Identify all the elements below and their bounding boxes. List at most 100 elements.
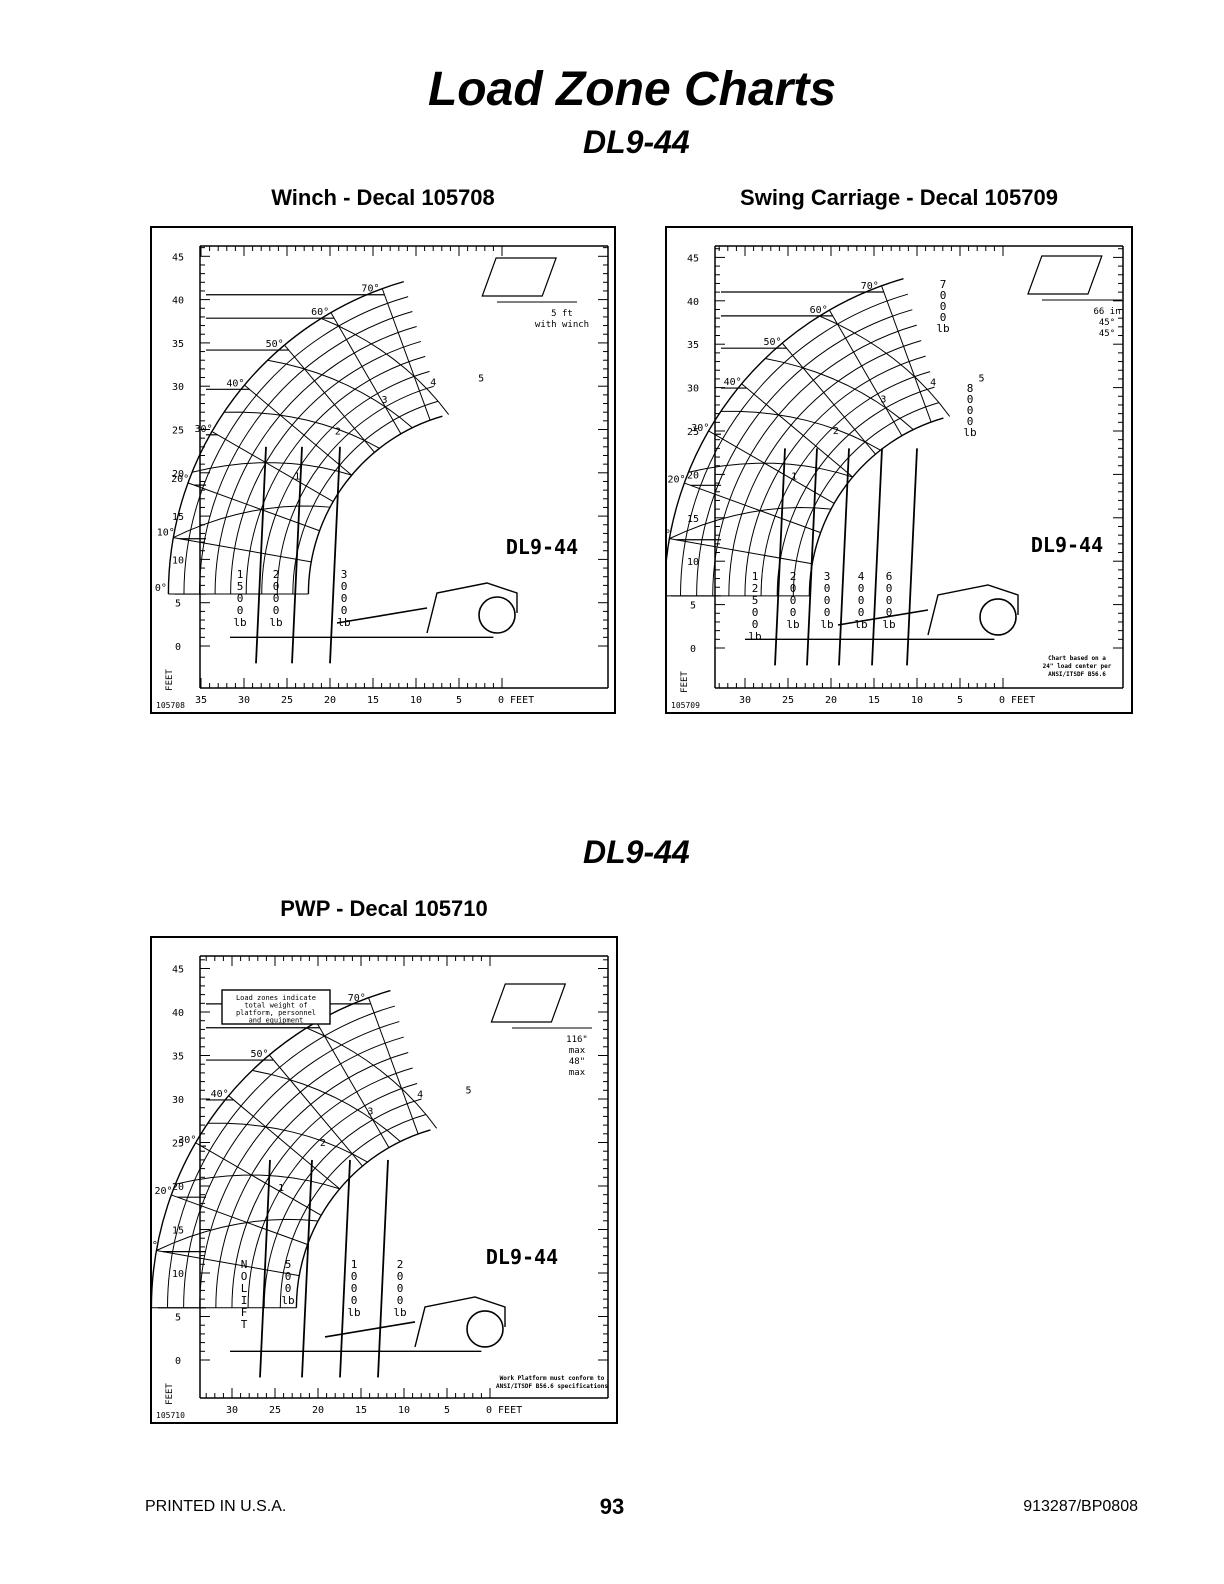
extension-arc (167, 1005, 396, 1308)
x-tick-label: 15 (868, 695, 880, 706)
zone-capacity-label: lb (281, 1294, 294, 1307)
extension-arc (712, 324, 917, 596)
extension-label: 4 (430, 378, 436, 389)
attachment-note: 116" (566, 1035, 588, 1045)
envelope-curve (191, 462, 352, 476)
upper-zone-capacity-label: 0 (967, 415, 974, 428)
chart-model-label: DL9-44 (1031, 533, 1103, 557)
boom-icon (324, 1321, 416, 1338)
extension-arc (292, 400, 439, 595)
upper-zone-capacity-label: lb (936, 322, 949, 335)
zone-capacity-label: 0 (752, 606, 759, 619)
envelope-curve (669, 507, 832, 540)
y-tick-label: 10 (687, 557, 699, 568)
angle-label: 40° (724, 377, 742, 388)
y-tick-label: 40 (172, 296, 184, 307)
page-number: 93 (599, 1494, 625, 1519)
zone-capacity-label: T (241, 1318, 248, 1331)
angle-label: 40° (211, 1089, 229, 1100)
x-tick-label: 35 (195, 695, 207, 706)
envelope-curve (267, 359, 413, 429)
angle-label: 30° (195, 424, 213, 435)
extension-arc (230, 340, 422, 595)
extension-label: 2 (320, 1138, 326, 1149)
extension-arc (183, 296, 409, 595)
y-tick-label: 20 (172, 1182, 184, 1193)
boom-icon (837, 609, 929, 626)
zone-boundary (377, 1159, 389, 1378)
machine-cab-icon (426, 582, 518, 634)
spec-note-text: Work Platform must conform to (500, 1375, 605, 1382)
extension-label: 5 (478, 373, 484, 384)
panel-caption-pwp: PWP - Decal 105710 (280, 896, 488, 921)
envelope-curve (819, 315, 951, 417)
attachment-note: max (569, 1068, 586, 1078)
envelope-curve (173, 505, 331, 539)
extension-arc (295, 1129, 431, 1308)
zone-capacity-label: 0 (351, 1294, 358, 1307)
extension-label: 3 (381, 395, 387, 406)
y-tick-label: 35 (172, 339, 184, 350)
angle-label: 30° (178, 1135, 196, 1146)
load-note-box (221, 989, 331, 1025)
extension-label: 4 (417, 1089, 423, 1100)
zone-capacity-label: 0 (341, 592, 348, 605)
extension-arc (744, 355, 926, 596)
zone-boundary (301, 1159, 313, 1378)
envelope-curve (306, 1027, 438, 1129)
zone-capacity-label: 0 (285, 1282, 292, 1295)
x-tick-label: 20 (324, 695, 336, 706)
zone-capacity-label: 1 (237, 568, 244, 581)
zone-capacity-label: 0 (237, 592, 244, 605)
zone-capacity-label: 0 (397, 1294, 404, 1307)
axis-feet-label: FEET (680, 671, 690, 693)
zone-capacity-label: 1 (351, 1258, 358, 1271)
zone-capacity-label: 0 (824, 582, 831, 595)
envelope-curve (688, 462, 853, 478)
x-tick-label: 25 (782, 695, 794, 706)
angle-ray (228, 1095, 341, 1190)
x-tick-label: 30 (739, 695, 751, 706)
x-tick-label: 5 (444, 1405, 450, 1416)
angle-label: 10° (157, 528, 175, 539)
extension-arc (167, 280, 405, 595)
extension-arc (792, 402, 940, 596)
extension-arc (279, 1113, 427, 1308)
x-tick-label: 10 (398, 1405, 410, 1416)
y-tick-label: 10 (172, 1269, 184, 1280)
zone-capacity-label: 0 (790, 606, 797, 619)
zone-capacity-label: lb (269, 616, 282, 629)
zone-capacity-label: lb (347, 1306, 360, 1319)
zone-capacity-label: 2 (273, 568, 280, 581)
y-tick-label: 0 (175, 1356, 181, 1367)
envelope-curve (252, 1069, 401, 1142)
zone-capacity-label: 0 (790, 594, 797, 607)
envelope-curve (207, 1122, 368, 1163)
attachment-note: 45° (1099, 318, 1115, 328)
extension-arc (199, 311, 413, 595)
zone-capacity-label: lb (786, 618, 799, 631)
envelope-curve (175, 1174, 340, 1190)
y-tick-label: 30 (172, 382, 184, 393)
spec-note-text: 24" load center per (1043, 663, 1112, 670)
extension-arc (263, 1098, 422, 1308)
zone-capacity-label: 0 (341, 604, 348, 617)
machine-cab-icon (927, 584, 1019, 636)
envelope-curve (720, 410, 881, 451)
angle-ray (381, 288, 431, 421)
spec-note-text: ANSI/ITSDF B56.6 specifications (496, 1383, 608, 1390)
angle-ray (171, 1194, 308, 1245)
zone-capacity-label: 0 (397, 1282, 404, 1295)
angle-label: 60° (810, 305, 828, 316)
zone-boundary (255, 446, 267, 664)
y-tick-label: 5 (690, 601, 696, 612)
extension-arc (728, 340, 922, 596)
zone-capacity-label: 3 (824, 570, 831, 583)
angle-ray (195, 1142, 322, 1216)
zone-capacity-label: 0 (886, 582, 893, 595)
zone-capacity-label: 0 (273, 592, 280, 605)
x-tick-label: 15 (367, 695, 379, 706)
x-tick-label: 0 FEET (999, 695, 1035, 706)
y-tick-label: 5 (175, 1313, 181, 1324)
